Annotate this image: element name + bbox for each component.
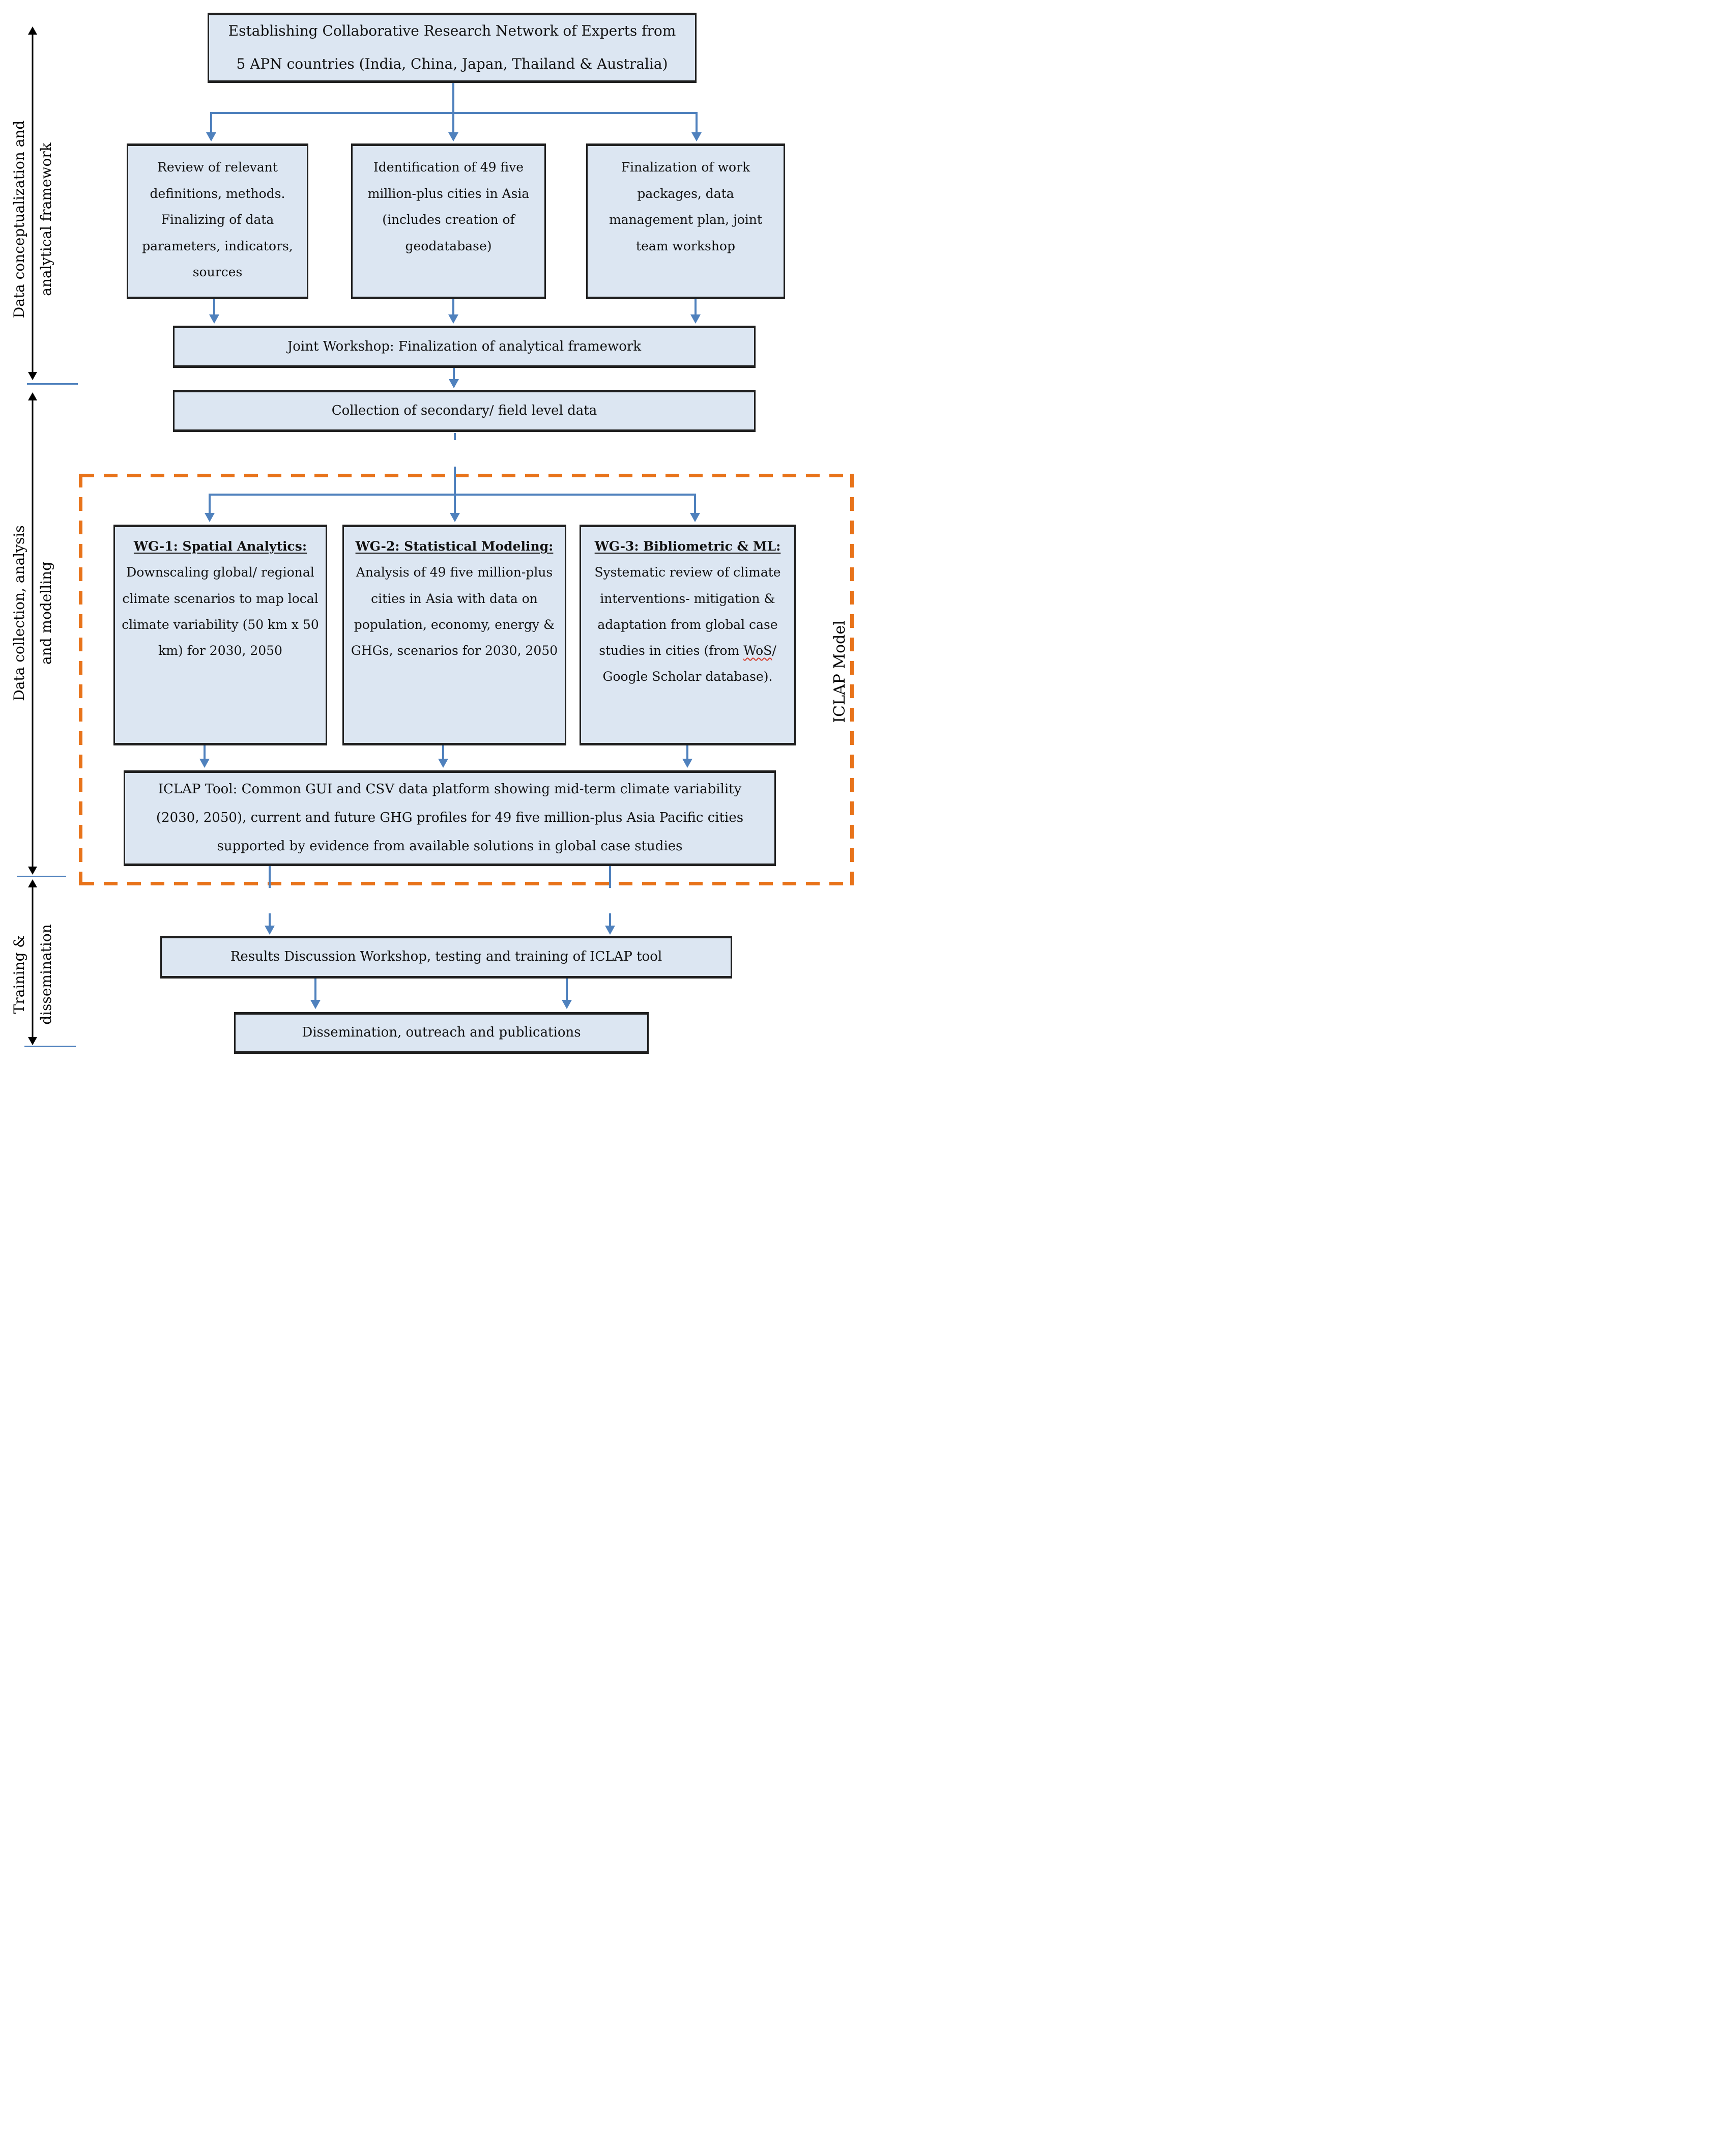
box-identification-cities-text: Identification of 49 five million-plus c… <box>367 160 530 253</box>
iclap-region-border-left <box>79 474 82 885</box>
box-finalization-work-packages-text: Finalization of work packages, data mana… <box>609 160 762 253</box>
connector-branch2-line <box>209 494 695 496</box>
phase-separator-3 <box>24 1046 76 1047</box>
phase-separator-1 <box>27 383 78 385</box>
box-iclap-tool-text: ICLAP Tool: Common GUI and CSV data plat… <box>156 782 744 854</box>
connector-collection-stem-lower <box>454 467 456 496</box>
arrowhead-wg3-to-iclap-icon <box>682 759 692 768</box>
connector-finalization-to-workshop <box>695 299 697 315</box>
box-data-collection: Collection of secondary/ field level dat… <box>173 390 756 432</box>
connector-branch2-left-stem <box>209 494 211 514</box>
arrowhead-wg2-to-iclap-icon <box>438 759 448 768</box>
arrowhead-wg1-to-iclap-icon <box>199 759 210 768</box>
iclap-model-label: ICLAP Model <box>831 620 849 723</box>
arrowhead-branch1-right-icon <box>691 132 702 141</box>
connector-identification-to-workshop <box>452 299 454 315</box>
box-research-network: Establishing Collaborative Research Netw… <box>208 13 697 83</box>
connector-iclap-to-results-left-lower <box>269 913 271 927</box>
connector-wg1-to-iclap <box>204 745 206 760</box>
arrowhead-branch1-mid-icon <box>448 132 458 141</box>
box-dissemination-text: Dissemination, outreach and publications <box>302 1025 581 1041</box>
wg1-body: Downscaling global/ regional climate sce… <box>122 565 319 658</box>
phase2-arrow-line <box>32 400 34 868</box>
phase1-label-line1: Data conceptualization and <box>11 120 27 319</box>
phase2-label: Data collection, analysis and modelling <box>6 525 60 701</box>
connector-iclap-to-results-right-upper <box>609 866 611 888</box>
box-dissemination: Dissemination, outreach and publications <box>234 1012 649 1054</box>
phase1-arrow-line <box>32 34 34 373</box>
connector-iclap-to-results-right-lower <box>609 913 611 927</box>
box-iclap-tool: ICLAP Tool: Common GUI and CSV data plat… <box>124 770 776 866</box>
box-results-workshop: Results Discussion Workshop, testing and… <box>160 936 732 979</box>
phase1-label: Data conceptualization and analytical fr… <box>6 121 60 319</box>
connector-iclap-to-results-left-upper <box>269 866 271 888</box>
box-identification-cities: Identification of 49 five million-plus c… <box>351 143 546 299</box>
box-research-network-text: Establishing Collaborative Research Netw… <box>228 22 676 72</box>
wg2-body: Analysis of 49 five million-plus cities … <box>351 565 558 658</box>
phase2-label-line1: Data collection, analysis <box>11 525 27 701</box>
wg2-title: WG-2: Statistical Modeling: <box>355 539 554 554</box>
iclap-region-border-right <box>850 474 854 885</box>
arrowhead-finalization-to-workshop-icon <box>690 314 701 324</box>
box-results-workshop-text: Results Discussion Workshop, testing and… <box>230 949 662 965</box>
box-finalization-work-packages: Finalization of work packages, data mana… <box>586 143 785 299</box>
phase3-arrow-line <box>32 887 34 1039</box>
phase1-arrow-down-icon <box>28 372 37 380</box>
arrowhead-results-to-dissemination-right-icon <box>562 1000 572 1009</box>
wg1-title: WG-1: Spatial Analytics: <box>133 539 307 554</box>
connector-network-stem <box>452 83 454 112</box>
arrowhead-iclap-to-results-right-icon <box>605 926 615 935</box>
connector-workshop-to-collection <box>453 368 455 380</box>
phase2-arrow-down-icon <box>28 867 37 875</box>
connector-results-to-dissemination-right <box>566 979 568 1001</box>
connector-review-to-workshop <box>213 299 215 315</box>
arrowhead-review-to-workshop-icon <box>209 314 219 324</box>
arrowhead-workshop-to-collection-icon <box>449 379 459 388</box>
box-wg3-bibliometric-ml: WG-3: Bibliometric & ML: Systematic revi… <box>580 525 796 745</box>
wg3-title: WG-3: Bibliometric & ML: <box>594 539 781 554</box>
box-wg1-spatial-analytics: WG-1: Spatial Analytics: Downscaling glo… <box>113 525 327 745</box>
connector-branch2-mid-stem <box>454 494 456 514</box>
arrowhead-branch2-left-icon <box>205 513 215 522</box>
box-data-collection-text: Collection of secondary/ field level dat… <box>331 402 597 418</box>
wg3-body-post: / Google Scholar database). <box>602 643 776 684</box>
phase3-label-line1: Training & <box>11 935 27 1014</box>
iclap-region-border-bottom <box>80 882 854 885</box>
connector-results-to-dissemination-left <box>314 979 316 1001</box>
phase1-label-line2: analytical framework <box>38 142 54 296</box>
connector-branch1-right-stem <box>696 112 698 133</box>
arrowhead-branch2-right-icon <box>690 513 700 522</box>
box-joint-workshop-text: Joint Workshop: Finalization of analytic… <box>287 338 642 354</box>
connector-branch1-left-stem <box>210 112 212 133</box>
box-review-definitions-text: Review of relevant definitions, methods.… <box>142 160 293 279</box>
arrowhead-identification-to-workshop-icon <box>448 314 458 324</box>
box-joint-workshop: Joint Workshop: Finalization of analytic… <box>173 326 756 368</box>
box-wg2-statistical-modeling: WG-2: Statistical Modeling: Analysis of … <box>342 525 566 745</box>
phase-separator-2 <box>17 876 66 877</box>
phase2-label-line2: and modelling <box>38 561 54 665</box>
connector-wg3-to-iclap <box>686 745 688 760</box>
connector-wg2-to-iclap <box>442 745 444 760</box>
arrowhead-branch2-mid-icon <box>450 513 460 522</box>
connector-collection-stem-upper <box>454 433 456 440</box>
phase2-arrow-up-icon <box>28 392 37 400</box>
connector-branch2-right-stem <box>694 494 696 514</box>
wg3-wos-misspelled: WoS <box>743 643 772 658</box>
box-review-definitions: Review of relevant definitions, methods.… <box>127 143 308 299</box>
connector-branch1-mid-stem <box>452 112 454 133</box>
flowchart-figure: Data conceptualization and analytical fr… <box>0 0 868 1064</box>
phase3-arrow-up-icon <box>28 879 37 887</box>
phase3-label: Training & dissemination <box>6 924 60 1025</box>
phase1-arrow-up-icon <box>28 26 37 35</box>
wg3-body-pre: Systematic review of climate interventio… <box>594 565 781 658</box>
phase3-arrow-down-icon <box>28 1037 37 1045</box>
arrowhead-results-to-dissemination-left-icon <box>310 1000 321 1009</box>
iclap-region-border-top <box>80 474 854 477</box>
arrowhead-iclap-to-results-left-icon <box>265 926 275 935</box>
phase3-label-line2: dissemination <box>38 924 54 1025</box>
arrowhead-branch1-left-icon <box>206 132 216 141</box>
